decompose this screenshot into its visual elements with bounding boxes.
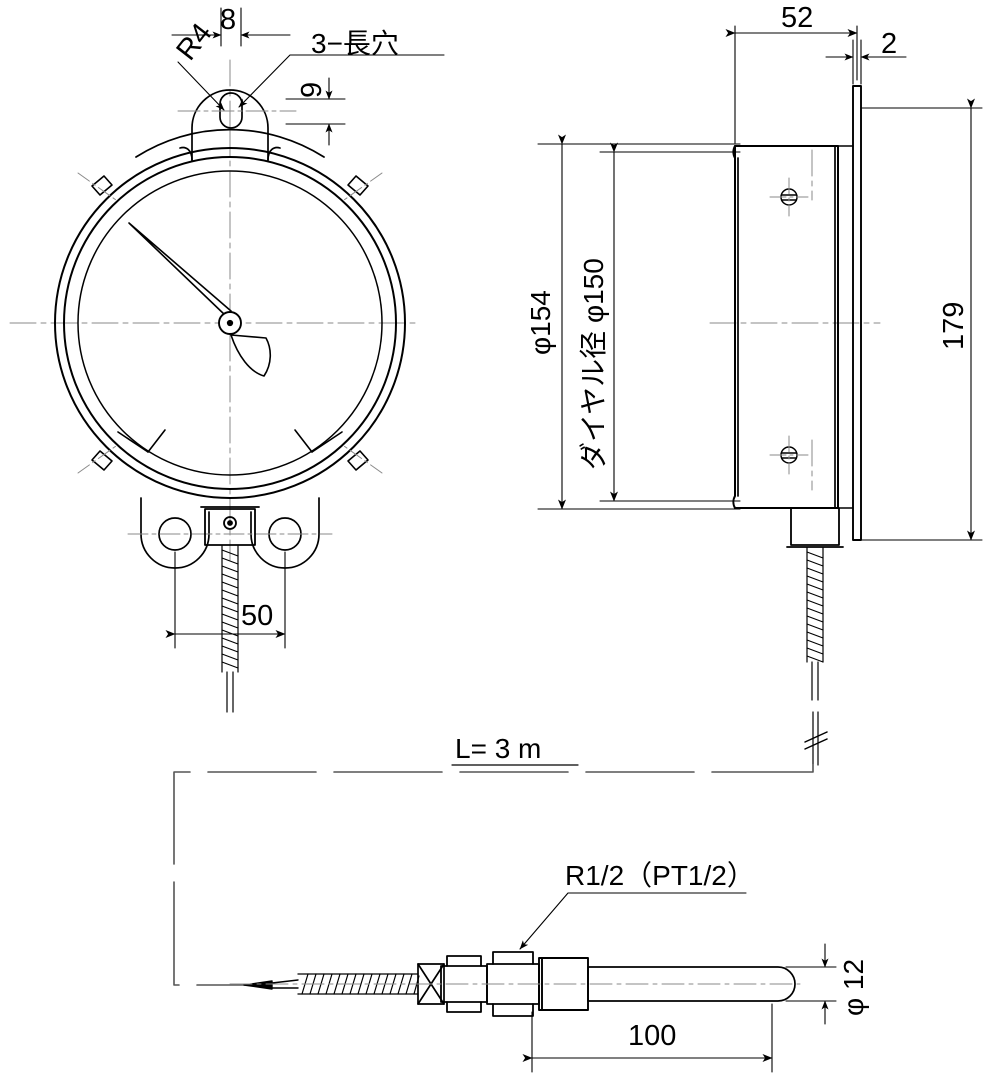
dimension-stem-length: 100 (628, 1020, 677, 1052)
side-view-centerlines (709, 149, 881, 491)
hex-nut-1 (440, 955, 488, 1013)
pointer-hub (218, 311, 242, 335)
hex-nut-2 (486, 951, 540, 1017)
bezel-clip-centerline (77, 172, 383, 474)
dial-scale-ticks (117, 429, 343, 453)
dim-line-52 (725, 25, 858, 144)
bezel-ring (54, 147, 406, 499)
dim-line-phi12 (785, 943, 837, 1025)
break-symbol (804, 731, 828, 750)
pointer-counterweight (230, 334, 272, 377)
note-thread-spec: R1/2（PT1/2） (565, 860, 755, 891)
dimension-dial-diameter: ダイヤル径 φ150 (578, 258, 609, 470)
screw-centerline (769, 177, 809, 475)
capillary-clamp (200, 506, 260, 546)
dim-line-2 (825, 39, 907, 85)
front-view (54, 89, 406, 713)
dim-line-phi154 (537, 134, 741, 510)
dimension-flange-thickness: 2 (881, 28, 898, 60)
front-view-centerlines (9, 59, 421, 561)
capillary-route (173, 764, 814, 986)
dim-line-179 (861, 98, 983, 541)
bezel-seam (135, 128, 325, 158)
dim-line-dial150 (599, 142, 741, 502)
armored-capillary-side (806, 547, 824, 766)
dim-line-50 (165, 551, 286, 649)
threaded-body (538, 957, 589, 1011)
capillary-tail (243, 979, 299, 990)
dimension-ear-spacing: 50 (241, 600, 274, 632)
capillary-exit-block (786, 507, 844, 548)
dim-leader-slot-note (238, 54, 445, 108)
mounting-screw (780, 188, 798, 464)
pointer (128, 222, 232, 317)
dimension-stem-diameter: φ 12 (838, 958, 869, 1016)
dim-leader-thread (519, 892, 747, 950)
dim-line-8 (171, 7, 291, 47)
dimension-overall-height: 179 (938, 301, 970, 350)
front-view-dimensions (165, 7, 445, 649)
bezel-clip (91, 175, 369, 471)
dimension-bracket-slot-width: 8 (220, 4, 237, 36)
note-three-elongated-holes: 3−長穴 (311, 28, 399, 59)
dimension-case-depth: 52 (781, 2, 814, 34)
case-body-edges (737, 145, 836, 509)
stem (587, 966, 796, 1002)
dim-leader-r4 (177, 61, 225, 111)
thermowell-dimensions (519, 892, 837, 1073)
side-view-dimensions (537, 25, 983, 541)
dial-face (77, 170, 383, 476)
dim-line-100 (522, 1003, 773, 1073)
thermowell-view (229, 951, 801, 1017)
bracket-elongated-hole (219, 92, 243, 129)
dimension-bracket-slot-height: 9 (296, 81, 328, 98)
dim-line-9 (285, 77, 346, 146)
top-mounting-bracket (179, 89, 281, 161)
rear-flange-plate (852, 85, 862, 541)
side-view (732, 85, 862, 766)
dimension-outer-diameter: φ154 (525, 290, 556, 355)
dimension-capillary-length: L= 3 m (455, 733, 542, 764)
armored-capillary-front (221, 545, 239, 713)
flange-gap (837, 145, 854, 509)
